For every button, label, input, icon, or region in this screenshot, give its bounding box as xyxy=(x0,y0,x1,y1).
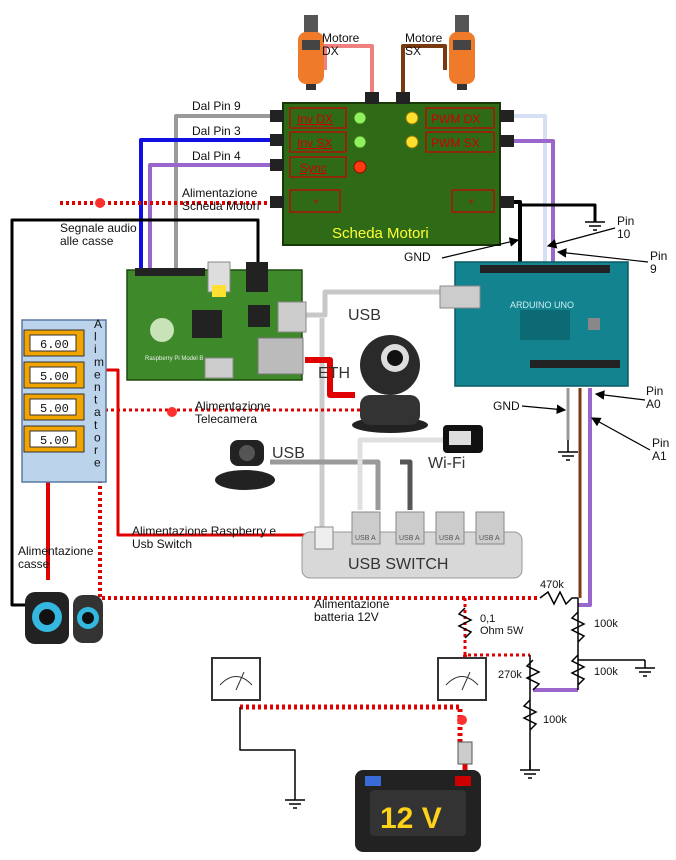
wire-wifi xyxy=(357,437,443,510)
psu-display-3: 5.00 xyxy=(40,402,69,416)
svg-text:+: + xyxy=(468,197,474,208)
label-dal-pin-3: Dal Pin 3 xyxy=(192,124,241,138)
voltmeter-left xyxy=(211,657,261,701)
usb-a-port-3: USB A xyxy=(439,535,460,542)
led-pwm-dx xyxy=(405,111,419,125)
label-usb-switch: USB SWITCH xyxy=(348,556,448,573)
label-dal-pin-4: Dal Pin 4 xyxy=(192,149,241,163)
wire-gnd-meter xyxy=(239,707,296,800)
wire-power-raspberry xyxy=(105,368,305,537)
motor-board: + + xyxy=(270,92,514,246)
label-pwm-dx: PWM DX xyxy=(431,112,480,126)
motor-dx xyxy=(298,15,324,90)
wire-gnd-motor-2 xyxy=(520,203,597,222)
webcam xyxy=(215,440,275,490)
pin-arrows xyxy=(441,227,651,451)
label-r270k: 270k xyxy=(498,669,522,681)
speakers xyxy=(25,592,103,644)
usb-switch: USB A USB A USB A USB A xyxy=(301,511,523,579)
label-raspberry: Raspberry Pi Model B xyxy=(145,356,203,362)
label-r100k-c: 100k xyxy=(543,714,567,726)
ground-symbols xyxy=(285,221,655,809)
wire-a1 xyxy=(578,388,592,607)
wire-pwm-sx xyxy=(500,139,555,268)
label-r470k: 470k xyxy=(540,579,564,591)
led-sync xyxy=(353,160,367,174)
wire-usb-arduino xyxy=(305,289,440,318)
raspberry-pi: Raspberry Pi Model B xyxy=(126,261,307,381)
svg-text:+: + xyxy=(313,197,319,208)
led-inv-dx xyxy=(353,111,367,125)
ip-camera xyxy=(352,335,428,433)
wire-pwm-dx xyxy=(500,114,547,268)
resistors xyxy=(457,590,586,731)
label-wifi: Wi-Fi xyxy=(428,455,465,472)
wire-webcam xyxy=(270,459,381,510)
wire-wifi-2 xyxy=(400,459,413,510)
wire-eth xyxy=(305,357,355,398)
psu-display-1: 6.00 xyxy=(40,338,69,352)
power-supply xyxy=(21,319,107,483)
label-sync: Sync xyxy=(300,161,327,175)
wire-gnd-motor xyxy=(500,200,522,268)
wire-motor-sx xyxy=(401,44,447,92)
wire-power-battery xyxy=(240,704,463,745)
connection-dots xyxy=(95,198,467,725)
battery xyxy=(355,770,481,852)
wire-dal-pin-9 xyxy=(174,114,282,268)
label-arduino: ARDUINO UNO xyxy=(510,300,574,310)
label-gnd-bottom: GND xyxy=(493,399,520,413)
wire-dal-pin-4 xyxy=(148,163,282,268)
psu-display-4: 5.00 xyxy=(40,434,69,448)
psu-display-2: 5.00 xyxy=(40,370,69,384)
label-dal-pin-9: Dal Pin 9 xyxy=(192,99,241,113)
wifi-dongle xyxy=(443,425,483,453)
label-battery: 12 V xyxy=(380,802,442,835)
led-inv-sx xyxy=(353,135,367,149)
arduino-uno: ARDUINO UNO xyxy=(439,261,629,387)
motor-board-title: Scheda Motori xyxy=(332,225,429,242)
led-pwm-sx xyxy=(405,135,419,149)
usb-a-port-4: USB A xyxy=(479,535,500,542)
wires xyxy=(10,44,645,800)
label-inv-sx: Inv SX xyxy=(297,136,332,150)
usb-a-port-2: USB A xyxy=(399,535,420,542)
motor-sx xyxy=(449,15,475,90)
wire-motor-dx xyxy=(323,44,374,92)
label-usb-webcam: USB xyxy=(272,445,305,462)
wire-audio xyxy=(10,218,260,607)
label-usb-top: USB xyxy=(348,307,381,324)
label-r100k-a: 100k xyxy=(594,618,618,630)
usb-a-port-1: USB A xyxy=(355,535,376,542)
label-eth: ETH xyxy=(318,365,350,382)
ammeter-right xyxy=(437,657,487,701)
wire-dal-pin-3 xyxy=(139,138,282,268)
label-pwm-sx: PWM SX xyxy=(431,136,480,150)
label-gnd-top: GND xyxy=(404,250,431,264)
label-r100k-b: 100k xyxy=(594,666,618,678)
fuse xyxy=(457,741,473,765)
label-inv-dx: Inv DX xyxy=(297,112,333,126)
